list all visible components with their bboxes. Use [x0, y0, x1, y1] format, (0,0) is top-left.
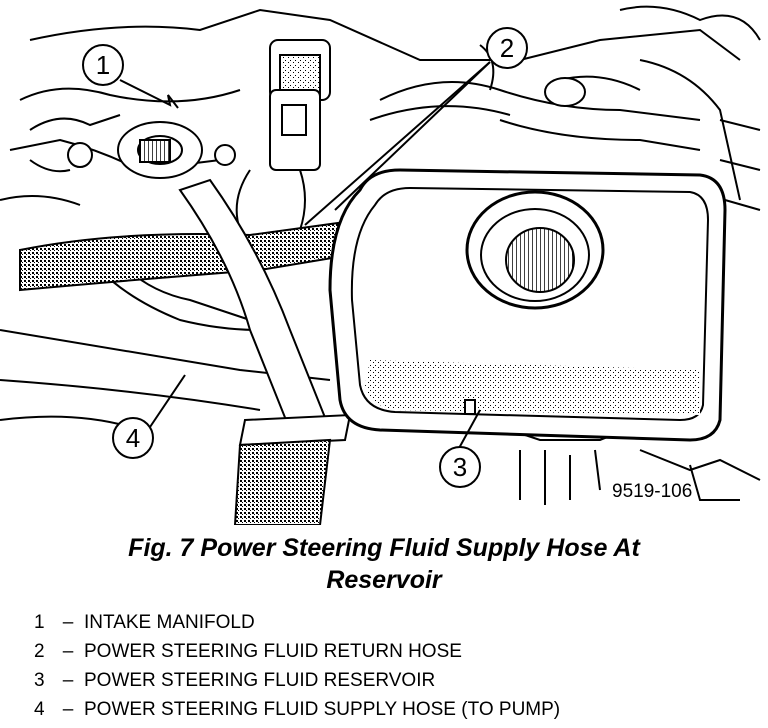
- legend-item: 2 – POWER STEERING FLUID RETURN HOSE: [34, 637, 560, 666]
- legend-number: 3: [34, 670, 45, 691]
- legend-text: INTAKE MANIFOLD: [84, 612, 255, 633]
- legend-text: POWER STEERING FLUID SUPPLY HOSE (TO PUM…: [84, 699, 561, 720]
- svg-text:4: 4: [126, 423, 140, 453]
- legend-item: 4 – POWER STEERING FLUID SUPPLY HOSE (TO…: [34, 695, 560, 724]
- svg-text:1: 1: [96, 50, 110, 80]
- caption-line-2: Reservoir: [326, 566, 442, 594]
- callout-1: 1: [82, 44, 124, 86]
- legend-item: 1 – INTAKE MANIFOLD: [34, 608, 560, 637]
- intake-manifold: [29, 114, 236, 179]
- legend-dash: –: [62, 699, 74, 720]
- legend-item: 3 – POWER STEERING FLUID RESERVOIR: [34, 666, 560, 695]
- callout-leaders: [119, 61, 491, 451]
- return-hose: [19, 218, 382, 292]
- svg-text:2: 2: [500, 33, 514, 63]
- figure-id-label: 9519-106: [612, 481, 692, 502]
- wiring-harness: [99, 39, 701, 331]
- callout-3: 3: [439, 446, 481, 488]
- caption-line-1: Fig. 7 Power Steering Fluid Supply Hose …: [128, 534, 640, 562]
- legend-text: POWER STEERING FLUID RESERVOIR: [84, 670, 436, 691]
- legend-number: 4: [34, 699, 45, 720]
- parts-legend: 1 – INTAKE MANIFOLD 2 – POWER STEERING F…: [34, 608, 560, 724]
- supply-hose: [178, 178, 352, 525]
- callout-4: 4: [112, 417, 154, 459]
- legend-dash: –: [62, 612, 74, 633]
- legend-text: POWER STEERING FLUID RETURN HOSE: [84, 641, 462, 662]
- fluid-reservoir: [328, 168, 727, 442]
- callout-2: 2: [486, 27, 528, 69]
- figure-caption: Fig. 7 Power Steering Fluid Supply Hose …: [0, 532, 768, 596]
- legend-dash: –: [62, 641, 74, 662]
- svg-text:3: 3: [453, 452, 467, 482]
- legend-dash: –: [62, 670, 74, 691]
- legend-number: 1: [34, 612, 45, 633]
- legend-number: 2: [34, 641, 45, 662]
- engine-bay-illustration: 1 2 3 4 9519-106: [0, 5, 761, 525]
